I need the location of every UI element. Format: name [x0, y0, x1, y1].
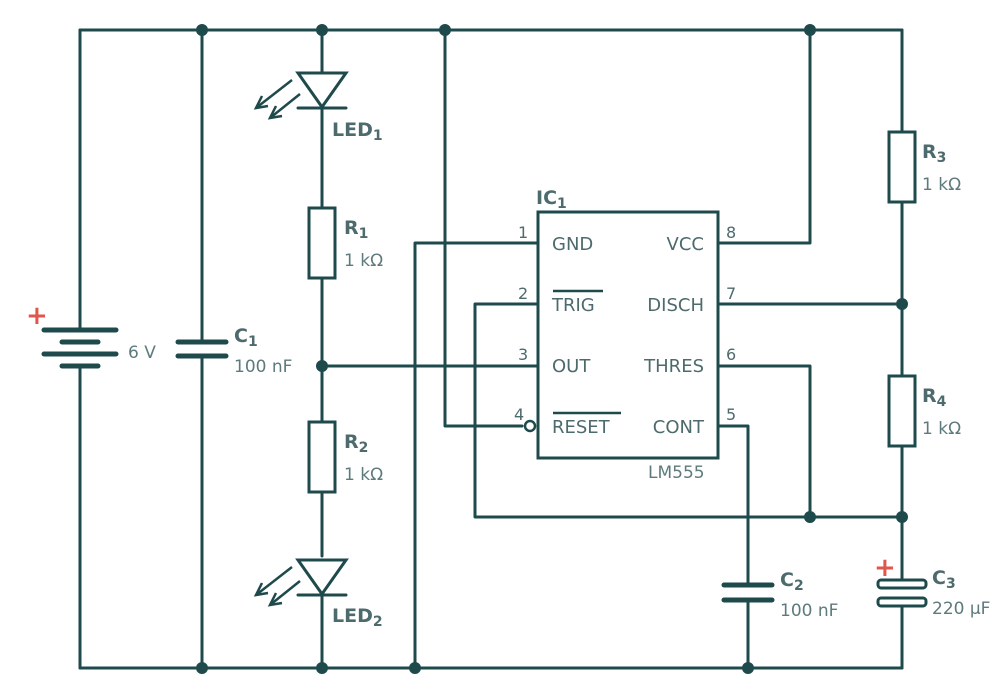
c3-name-label: C3: [932, 567, 956, 592]
r2-value-label: 1 kΩ: [344, 465, 383, 485]
pin-7-number: 7: [726, 284, 736, 303]
led2-name-label: LED2: [332, 605, 383, 630]
resistor-r1: R1 1 kΩ: [307, 206, 383, 280]
reset-inversion-bubble: [523, 419, 537, 433]
pin-1-number: 1: [518, 223, 528, 242]
r1-name-label: R1: [344, 217, 368, 242]
pin-8-number: 8: [726, 223, 736, 242]
pin-vcc-label: VCC: [667, 234, 704, 255]
pin-4-number: 4: [514, 405, 524, 424]
capacitor-c3: + C3 220 µF: [874, 553, 990, 619]
junction-dot: [409, 662, 421, 674]
r3-value-label: 1 kΩ: [922, 175, 961, 195]
c1-name-label: C1: [234, 325, 258, 350]
ic1-part-label: LM555: [648, 463, 705, 483]
c1-value-label: 100 nF: [234, 357, 292, 377]
r3-name-label: R3: [922, 141, 946, 166]
pin-cont-label: CONT: [653, 417, 705, 438]
led1-name-label: LED1: [332, 119, 383, 144]
battery-plus-sign: +: [26, 301, 48, 331]
junction-dot: [804, 24, 816, 36]
r1-value-label: 1 kΩ: [344, 251, 383, 271]
resistor-r4: R4 1 kΩ: [887, 374, 961, 448]
pin-out-label: OUT: [552, 356, 591, 377]
pin-trig-label: TRIG: [551, 295, 595, 316]
ic1-name-label: IC1: [536, 187, 567, 212]
junctions: [196, 24, 908, 674]
capacitor-c1: C1 100 nF: [175, 325, 292, 377]
pin-3-number: 3: [518, 345, 528, 364]
led2: LED2: [253, 558, 383, 630]
pin-reset-label: RESET: [552, 417, 611, 438]
junction-dot: [196, 662, 208, 674]
resistor-r3: R3 1 kΩ: [887, 130, 961, 204]
junction-dot: [742, 662, 754, 674]
pin-gnd-label: GND: [552, 234, 593, 255]
capacitor-c2: C2 100 nF: [721, 569, 838, 621]
pin-5-number: 5: [726, 405, 736, 424]
battery-voltage-label: 6 V: [128, 343, 156, 363]
ic1-lm555: IC1 LM555 1 GND 2 TRIG 3 OUT 4 RESET 8 V…: [514, 187, 736, 483]
pin-thres-label: THRES: [643, 356, 704, 377]
battery: + 6 V: [26, 301, 156, 369]
led1: LED1: [253, 71, 383, 144]
resistor-r2: R2 1 kΩ: [307, 420, 383, 494]
pin-6-number: 6: [726, 345, 736, 364]
junction-dot: [804, 511, 816, 523]
c2-value-label: 100 nF: [780, 601, 838, 621]
junction-dot: [316, 662, 328, 674]
led2-light-arrows-icon: [253, 566, 301, 607]
junction-dot: [196, 24, 208, 36]
junction-dot: [316, 24, 328, 36]
junction-dot: [896, 511, 908, 523]
c2-name-label: C2: [780, 569, 804, 594]
led1-light-arrows-icon: [253, 79, 301, 120]
junction-dot: [316, 360, 328, 372]
junction-dot: [439, 24, 451, 36]
pin-disch-label: DISCH: [647, 295, 704, 316]
c3-value-label: 220 µF: [932, 599, 990, 619]
pin-2-number: 2: [518, 284, 528, 303]
r2-name-label: R2: [344, 431, 368, 456]
c3-plus-sign: +: [874, 553, 896, 583]
wires: [78, 28, 904, 670]
r4-value-label: 1 kΩ: [922, 419, 961, 439]
junction-dot: [896, 298, 908, 310]
r4-name-label: R4: [922, 385, 947, 410]
